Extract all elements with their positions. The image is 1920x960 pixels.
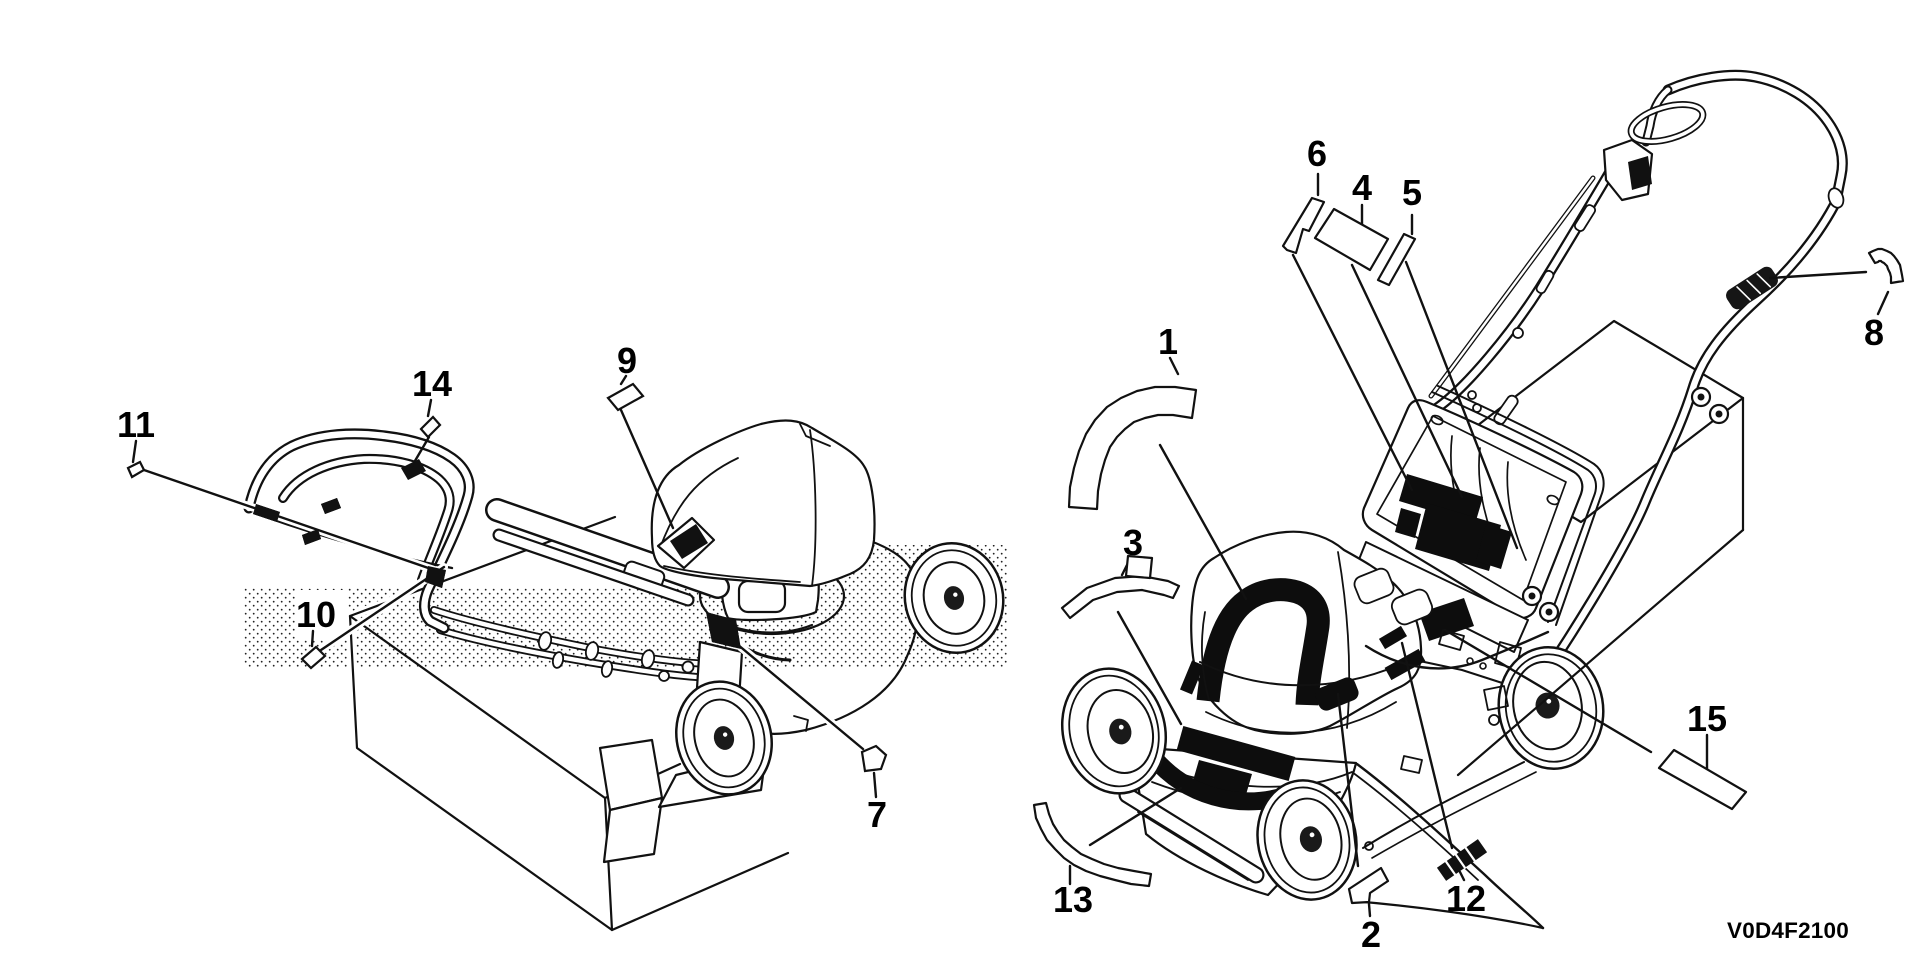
svg-text:11: 11 — [117, 404, 155, 445]
svg-text:4: 4 — [1352, 167, 1372, 208]
svg-text:13: 13 — [1053, 879, 1093, 920]
svg-text:6: 6 — [1307, 133, 1327, 174]
svg-text:7: 7 — [867, 794, 887, 835]
svg-text:1: 1 — [1158, 321, 1178, 362]
svg-text:14: 14 — [412, 363, 452, 404]
svg-text:5: 5 — [1402, 172, 1422, 213]
svg-text:2: 2 — [1361, 914, 1381, 955]
svg-text:8: 8 — [1864, 312, 1884, 353]
svg-text:3: 3 — [1123, 522, 1143, 563]
svg-text:12: 12 — [1446, 878, 1486, 919]
svg-text:10: 10 — [296, 594, 336, 635]
svg-text:9: 9 — [617, 340, 637, 381]
svg-text:V0D4F2100: V0D4F2100 — [1727, 918, 1849, 943]
svg-text:15: 15 — [1687, 698, 1727, 739]
